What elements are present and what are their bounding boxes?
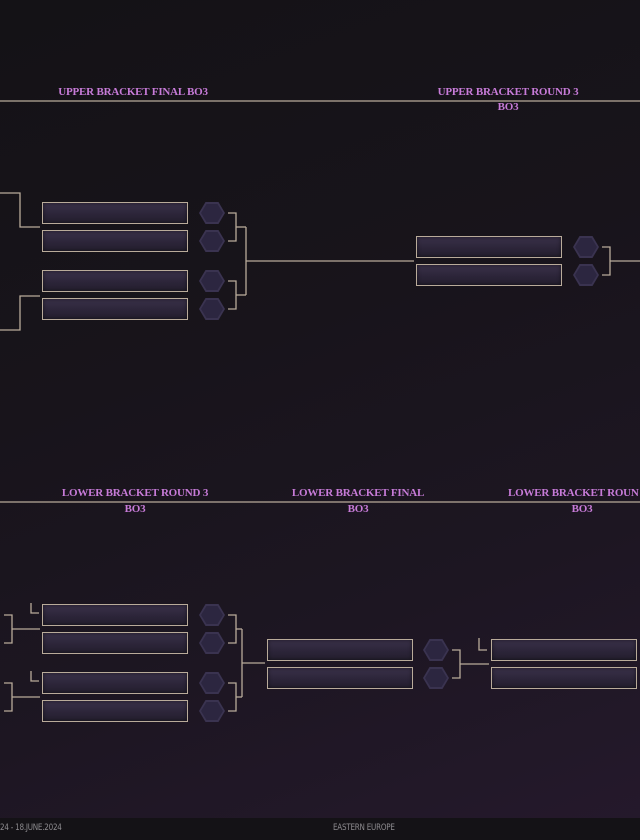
round-title-lower-next: LOWER BRACKET ROUN [508,487,639,499]
round-format-lower-next: BO3 [571,503,593,515]
team-slot[interactable] [42,298,188,320]
round-format-lower-round-3: BO3 [124,503,146,515]
team-slot[interactable] [42,270,188,292]
score-hexagon [199,604,225,626]
team-slot[interactable] [42,604,188,626]
score-hexagon [199,230,225,252]
team-slot[interactable] [491,639,637,661]
team-slot[interactable] [42,230,188,252]
team-slot[interactable] [267,639,413,661]
event-dates: 24 - 18.JUNE.2024 [0,823,62,833]
team-slot[interactable] [42,202,188,224]
score-hexagon [423,639,449,661]
score-hexagon [199,632,225,654]
score-hexagon [573,236,599,258]
round-title-lower-round-3: LOWER BRACKET ROUND 3 [61,487,209,499]
score-hexagon [423,667,449,689]
team-slot[interactable] [267,667,413,689]
event-region: EASTERN EUROPE [333,823,395,833]
score-hexagon [199,298,225,320]
round-title-upper-final: UPPER BRACKET FINAL BO3 [58,86,208,98]
team-slot[interactable] [42,700,188,722]
team-slot[interactable] [42,632,188,654]
round-title-upper-round-3: UPPER BRACKET ROUND 3 [437,86,579,98]
score-hexagon [199,700,225,722]
score-hexagon [199,202,225,224]
round-format-lower-final: BO3 [347,503,369,515]
round-title-lower-final: LOWER BRACKET FINAL [291,487,425,499]
round-format-upper-round-3: BO3 [497,101,519,113]
team-slot[interactable] [42,672,188,694]
team-slot[interactable] [491,667,637,689]
footer-bar: 24 - 18.JUNE.2024 EASTERN EUROPE [0,818,640,840]
score-hexagon [199,672,225,694]
score-hexagon [199,270,225,292]
team-slot[interactable] [416,264,562,286]
score-hexagon [573,264,599,286]
team-slot[interactable] [416,236,562,258]
